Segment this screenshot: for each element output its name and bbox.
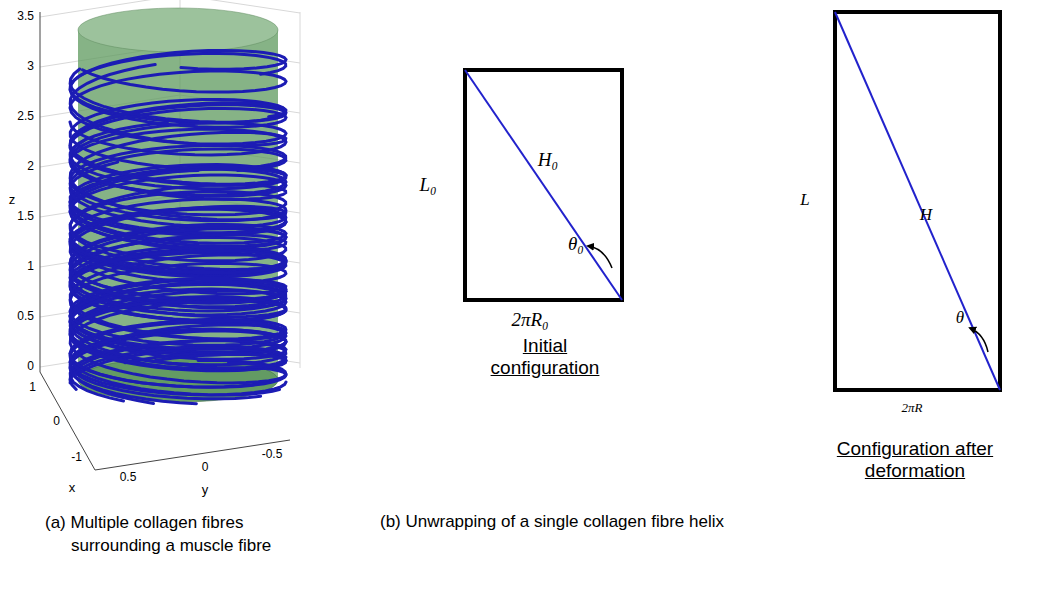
collagen-fibre: [70, 53, 285, 398]
tick-label: 1.5: [17, 210, 34, 224]
configuration-title: Initial configuration: [470, 335, 620, 379]
sub-caption: (b) Unwrapping of a single collagen fibr…: [380, 512, 724, 532]
dimension-label: H: [920, 205, 932, 225]
tick-label: -1: [71, 451, 82, 465]
tick-label: 1: [29, 381, 36, 395]
tick-label: 0: [202, 461, 209, 475]
tick-label: 0.5: [17, 310, 34, 324]
initial-rectangle: [465, 70, 622, 300]
tick-label: 0: [27, 360, 34, 374]
dimension-label: 2πR₀: [511, 309, 548, 331]
tick-label: 1: [27, 260, 34, 274]
sub-caption: (a) Multiple collagen fibres surrounding…: [45, 512, 321, 558]
configuration-title: Configuration after deformation: [810, 438, 1020, 482]
axis-label: z: [9, 193, 16, 208]
tick-label: 3: [27, 60, 34, 74]
tick-label: -0.5: [262, 448, 283, 462]
dimension-label: H₀: [538, 149, 558, 171]
dimension-label: 2πR: [902, 401, 923, 416]
tick-label: 0: [53, 415, 60, 429]
collagen-fibre-helices: [70, 50, 286, 403]
axis-label: x: [69, 481, 76, 496]
tick-label: 0.5: [120, 471, 137, 485]
tick-label: 2.5: [17, 110, 34, 124]
dimension-label: L: [800, 190, 809, 210]
axis-label: y: [202, 483, 209, 498]
dimension-label: L₀: [419, 174, 436, 196]
plot-axes: [40, 12, 290, 470]
collagen-fibre: [70, 239, 286, 383]
tick-label: 2: [27, 160, 34, 174]
angle-label: θ: [956, 308, 964, 328]
angle-label: θ₀: [568, 233, 584, 255]
deformed-rectangle: [835, 12, 1000, 390]
collagen-fibre: [70, 278, 286, 387]
tick-label: 3.5: [17, 10, 34, 24]
